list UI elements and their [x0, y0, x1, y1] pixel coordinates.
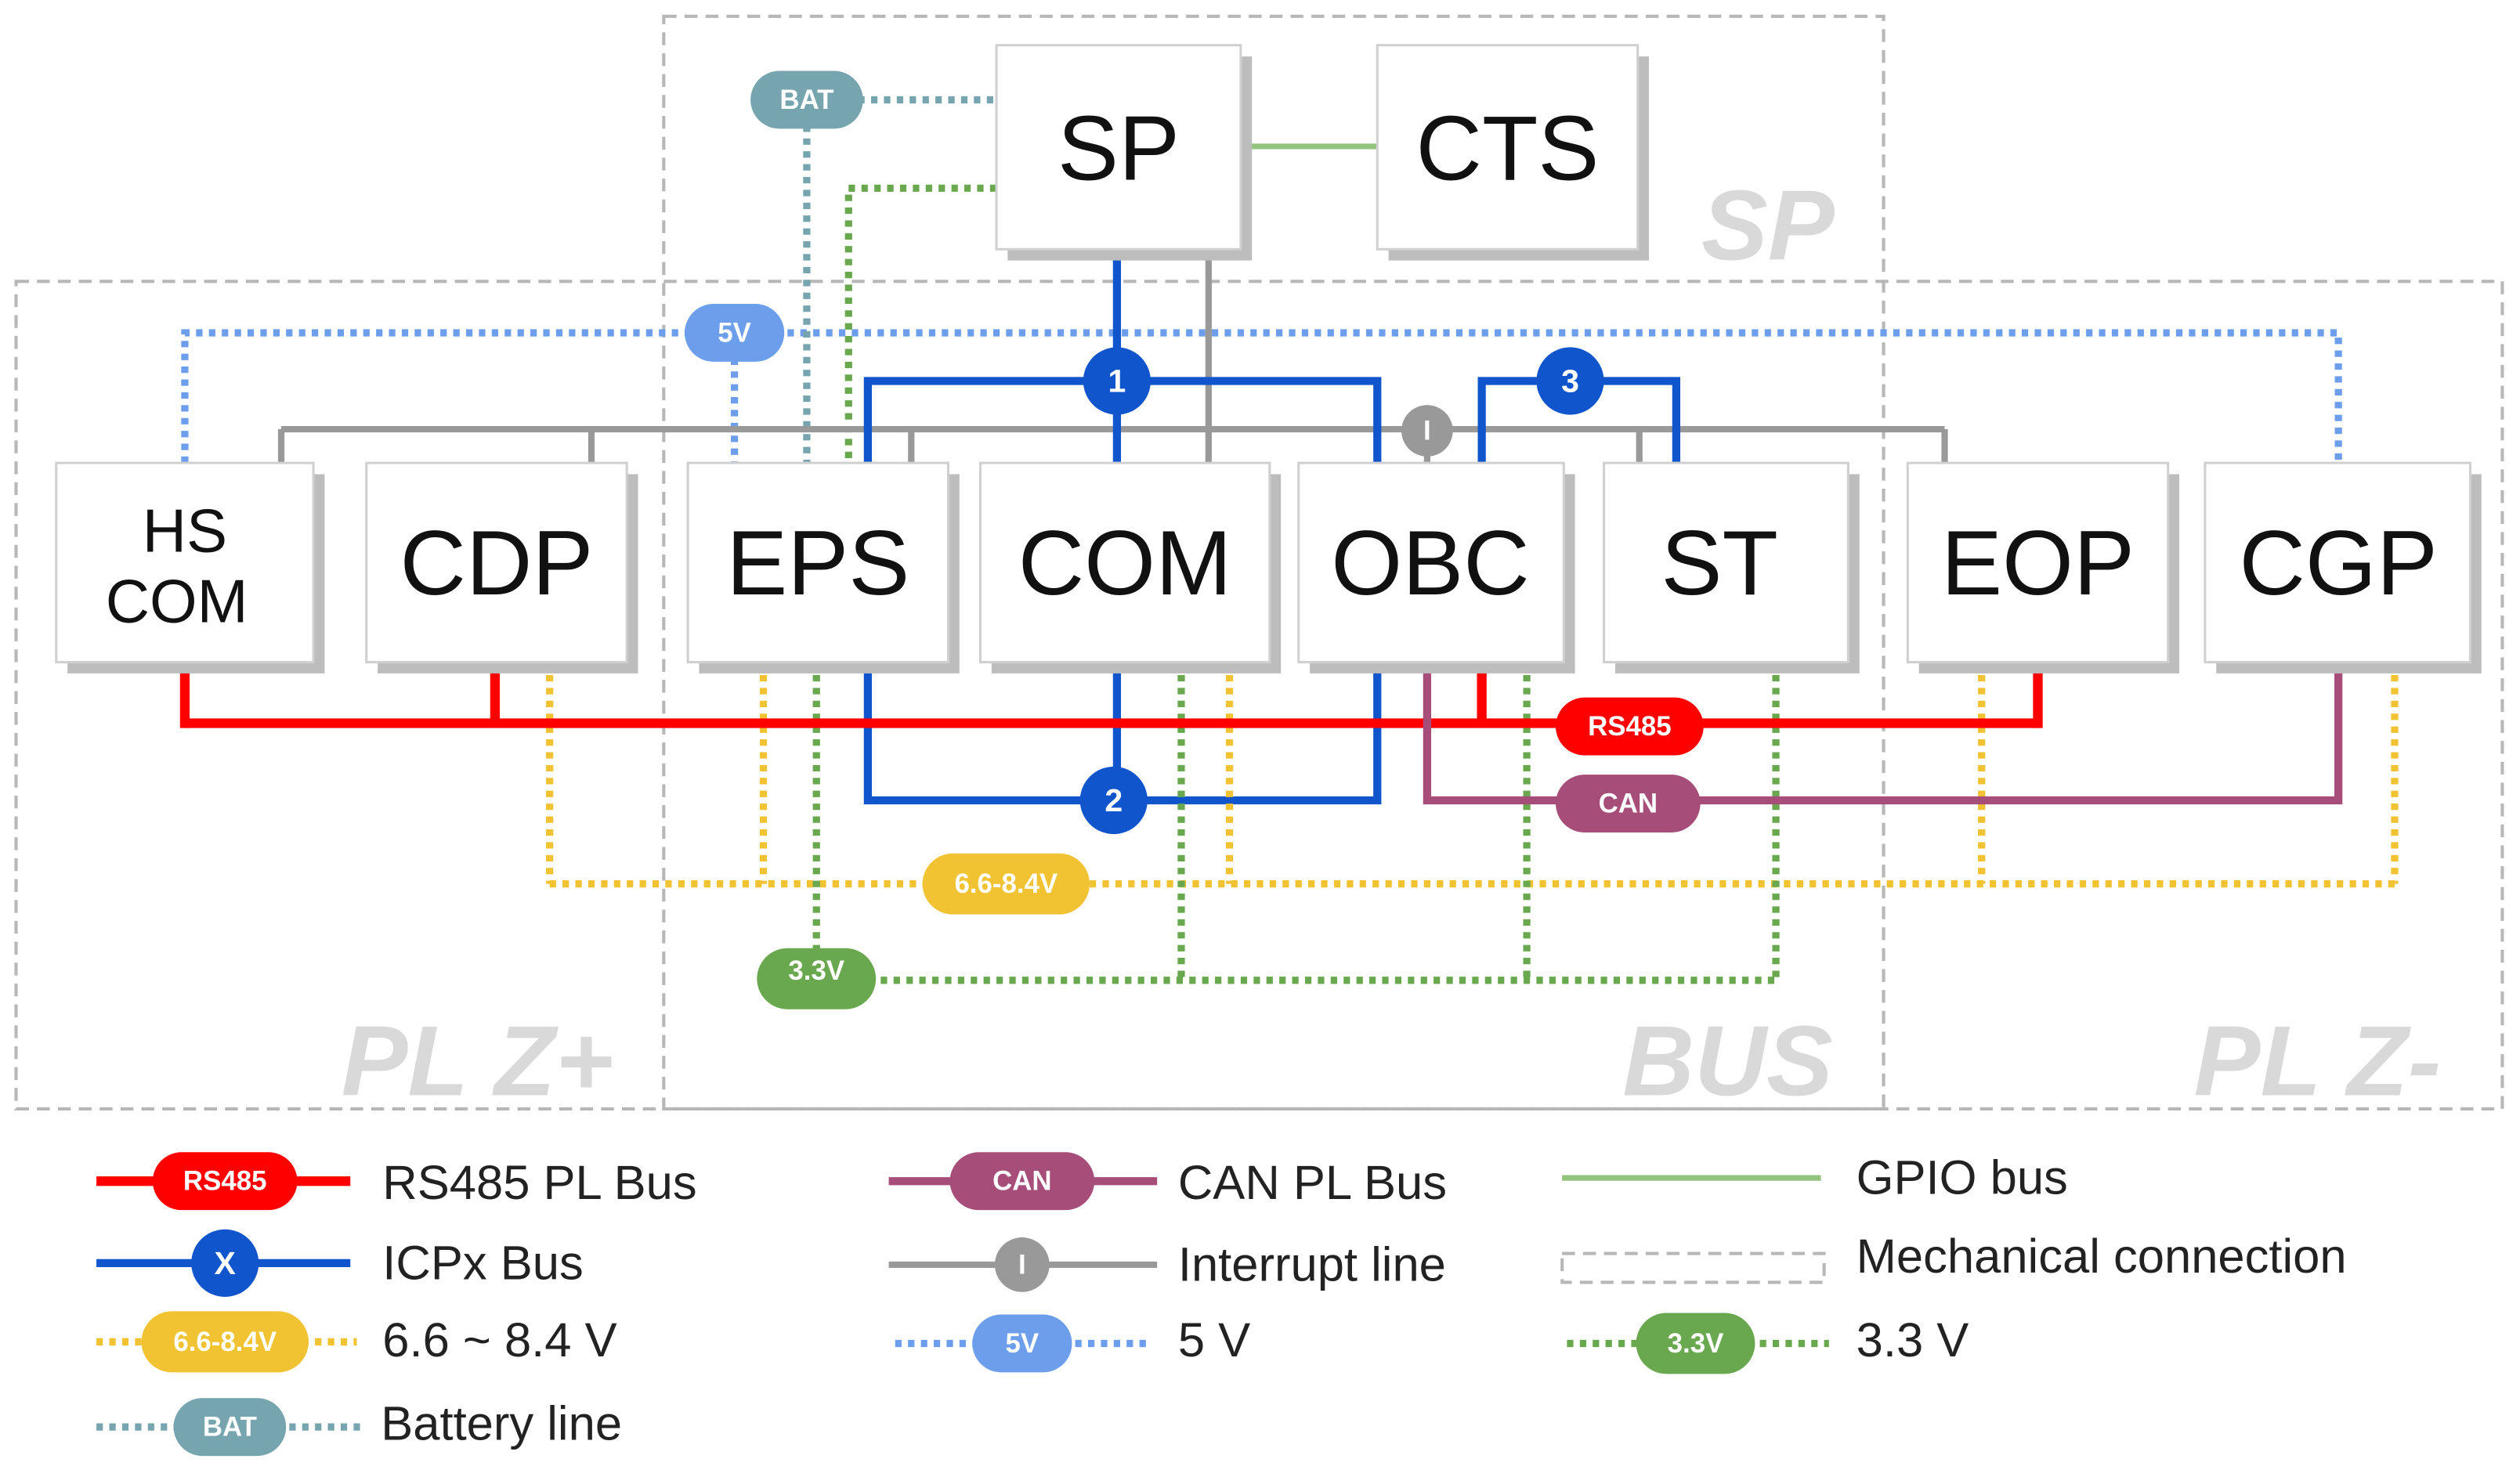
- module-label-com: COM: [1018, 511, 1232, 614]
- legend-icp-badge: X: [215, 1245, 236, 1281]
- module-label-eop: EOP: [1941, 511, 2135, 614]
- legend-item-gpio: GPIO bus: [1562, 1151, 2068, 1205]
- 3v3-line: [812, 662, 1780, 984]
- module-label-hs-com-line1: HS: [143, 496, 227, 565]
- icp3-badge-label: 3: [1561, 363, 1579, 399]
- legend-item-battery: BAT Battery line: [96, 1397, 622, 1457]
- legend-item-3v3: 3.3V 3.3 V: [1567, 1313, 1969, 1374]
- legend-interrupt-label: Interrupt line: [1178, 1237, 1446, 1291]
- 6v6-8v4-line: [546, 662, 2399, 888]
- module-label-hs-com-line2: COM: [106, 567, 248, 636]
- module-label-cdp: CDP: [400, 511, 594, 614]
- icp2-badge-label: 2: [1105, 782, 1123, 818]
- legend-5v-badge: 5V: [1006, 1328, 1039, 1359]
- module-eps: EPS: [686, 461, 960, 673]
- can-badge: CAN: [1556, 775, 1701, 833]
- icp2-badge: 2: [1079, 766, 1148, 835]
- 5v-line: [181, 329, 2342, 464]
- mechanical-regions: [14, 14, 2504, 1110]
- legend-5v-label: 5 V: [1178, 1313, 1250, 1367]
- module-obc: OBC: [1297, 461, 1575, 673]
- legend-item-6v6-8v4: 6.6-8.4V 6.6 ~ 8.4 V: [96, 1311, 617, 1373]
- region-label-bus: BUS: [1622, 1005, 1833, 1116]
- bat-badge: BAT: [750, 70, 863, 129]
- mechanical-sp-bus-region: [662, 14, 1885, 1110]
- bat-badge-label: BAT: [779, 85, 833, 115]
- 5v-badge-label: 5V: [718, 317, 751, 348]
- rs485-badge: RS485: [1556, 697, 1704, 756]
- mechanical-outer-region: [14, 280, 2504, 1110]
- legend-3v3-badge: 3.3V: [1668, 1328, 1724, 1359]
- legend-rs485-label: RS485 PL Bus: [382, 1156, 696, 1210]
- legend-icp-label: ICPx Bus: [382, 1236, 583, 1290]
- module-label-st: ST: [1661, 511, 1778, 614]
- module-cts: CTS: [1376, 44, 1650, 261]
- icp3-badge: 3: [1536, 347, 1604, 415]
- legend-item-can: CAN CAN PL Bus: [888, 1152, 1447, 1211]
- legend-6v6-label: 6.6 ~ 8.4 V: [382, 1313, 616, 1367]
- module-label-cgp: CGP: [2239, 511, 2437, 614]
- legend-bat-badge: BAT: [203, 1412, 257, 1443]
- module-cdp: CDP: [365, 461, 638, 673]
- module-label-cts: CTS: [1416, 97, 1600, 200]
- can-bus-line: [1423, 662, 2343, 805]
- legend-item-mechanical: Mechanical connection: [1560, 1230, 2347, 1284]
- can-badge-label: CAN: [1599, 789, 1658, 819]
- legend-can-badge: CAN: [992, 1166, 1052, 1197]
- 5v-badge: 5V: [685, 304, 785, 362]
- region-labels: SP PL Z+ BUS PL Z-: [342, 169, 2442, 1116]
- module-label-sp: SP: [1058, 97, 1180, 200]
- legend-can-label: CAN PL Bus: [1178, 1156, 1447, 1210]
- module-sp: SP: [995, 44, 1253, 261]
- 6v6-8v4-badge: 6.6-8.4V: [922, 853, 1090, 915]
- legend-mechanical-label: Mechanical connection: [1857, 1230, 2347, 1284]
- 6v6-8v4-badge-label: 6.6-8.4V: [954, 869, 1058, 899]
- legend-3v3-label: 3.3 V: [1857, 1313, 1969, 1367]
- legend-bat-label: Battery line: [381, 1397, 622, 1451]
- module-eop: EOP: [1906, 461, 2180, 673]
- icp1-badge-label: 1: [1108, 363, 1126, 399]
- module-hs-com: HS COM: [55, 461, 325, 673]
- legend-6v6-badge: 6.6-8.4V: [173, 1327, 277, 1357]
- region-label-pl-z-plus: PL Z+: [342, 1005, 614, 1116]
- 3v3-sp-to-eps-line: [844, 184, 997, 464]
- module-st: ST: [1603, 461, 1860, 673]
- region-label-pl-z-minus: PL Z-: [2194, 1005, 2442, 1116]
- interrupt-badge-label: I: [1423, 416, 1431, 446]
- legend: RS485 RS485 PL Bus CAN CAN PL Bus GPIO b…: [96, 1151, 2347, 1457]
- legend-item-5v: 5V 5 V: [895, 1313, 1250, 1373]
- rs485-badge-label: RS485: [1588, 711, 1672, 742]
- 5v-main-line: [181, 329, 2342, 464]
- legend-interrupt-badge: I: [1018, 1249, 1026, 1280]
- module-cgp: CGP: [2204, 461, 2482, 673]
- region-label-sp: SP: [1701, 169, 1835, 280]
- legend-rs485-badge: RS485: [183, 1166, 267, 1197]
- 3v3-badge-label: 3.3V: [788, 955, 844, 986]
- 3v3-badge: 3.3V: [757, 948, 877, 1009]
- legend-gpio-label: GPIO bus: [1857, 1151, 2068, 1205]
- module-com: COM: [978, 461, 1282, 673]
- icp1-badge: 1: [1083, 347, 1151, 415]
- legend-item-interrupt: I Interrupt line: [888, 1237, 1446, 1292]
- interrupt-badge: I: [1401, 405, 1453, 457]
- legend-item-icp: X ICPx Bus: [96, 1229, 584, 1297]
- legend-item-rs485: RS485 RS485 PL Bus: [96, 1152, 697, 1211]
- module-label-obc: OBC: [1331, 511, 1529, 614]
- module-label-eps: EPS: [726, 511, 909, 614]
